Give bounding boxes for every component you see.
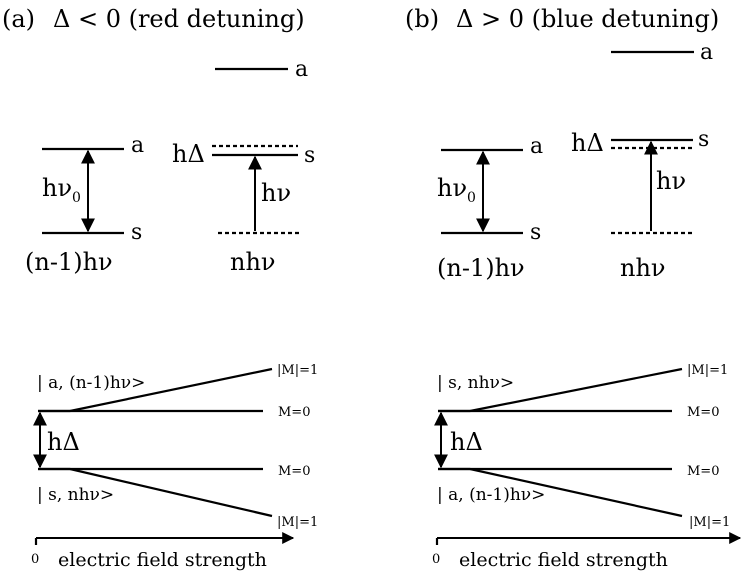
panel-b-label: (b) (405, 5, 439, 33)
panel-a-level-a-upper-label: a (295, 57, 308, 82)
panel-b-level-s-right-label: s (698, 127, 709, 152)
panel-a-n-minus-1-label: (n-1)hν (25, 248, 113, 276)
panel-b-hnu0-label: hν0 (437, 174, 476, 206)
panel-b-level-a-upper-label: a (700, 40, 713, 65)
panel-b-axis-zero: 0 (432, 552, 440, 567)
panel-b-m0-upper-label: M=0 (687, 405, 719, 420)
panel-b: (b) Δ > 0 (blue detuning) a a s hν0 (n-1… (405, 5, 742, 571)
panel-b-level-s-label: s (530, 220, 541, 245)
panel-a-m0-lower-label: M=0 (278, 464, 310, 479)
panel-a-level-s-label: s (131, 220, 142, 245)
panel-a-m1-upper-line (38, 367, 273, 413)
panel-b-n-minus-1-label: (n-1)hν (437, 254, 525, 282)
panel-a-level-s-right-label: s (304, 143, 315, 168)
panel-a-m1-upper-label: |M|=1 (277, 363, 318, 378)
panel-b-nhnu-label: nhν (620, 254, 666, 282)
panel-b-m1-upper-label: |M|=1 (687, 363, 728, 378)
panel-b-m0-lower-label: M=0 (687, 464, 719, 479)
panel-b-state-lower: | a, (n-1)hν> (437, 485, 545, 505)
panel-a-m1-lower-label: |M|=1 (277, 515, 318, 530)
panel-b-level-a-label: a (530, 134, 543, 159)
panel-a-hnu-label: hν (261, 179, 291, 207)
panel-b-m1-upper-line (438, 367, 683, 413)
panel-b-state-upper: | s, nhν> (437, 373, 514, 393)
panel-b-hdelta-label: hΔ (571, 129, 604, 157)
panel-a-state-lower: | s, nhν> (37, 485, 114, 505)
panel-a-condition: Δ < 0 (red detuning) (53, 5, 305, 33)
panel-b-m1-lower-label: |M|=1 (689, 515, 730, 530)
panel-a-level-a-label: a (131, 133, 144, 158)
panel-b-hnu-label: hν (656, 167, 686, 195)
panel-a-axis-label: electric field strength (58, 549, 267, 571)
panel-a-splitting-label: hΔ (47, 428, 80, 456)
panel-a-hnu0-label: hν0 (42, 174, 81, 206)
panel-a-m0-upper-label: M=0 (278, 405, 310, 420)
panel-b-axis-label: electric field strength (459, 549, 668, 571)
panel-a: (a) Δ < 0 (red detuning) a a s hν0 (n-1)… (2, 5, 318, 571)
panel-b-splitting-label: hΔ (450, 428, 483, 456)
panel-a-label: (a) (2, 5, 35, 33)
panel-a-nhnu-label: nhν (230, 248, 276, 276)
panel-a-axis-zero: 0 (31, 552, 39, 567)
panel-a-state-upper: | a, (n-1)hν> (37, 373, 145, 393)
panel-b-condition: Δ > 0 (blue detuning) (456, 5, 719, 33)
panel-a-hdelta-label: hΔ (172, 140, 205, 168)
panel-b-m1-lower-line (438, 467, 683, 518)
panel-a-m1-lower-line (38, 467, 273, 518)
